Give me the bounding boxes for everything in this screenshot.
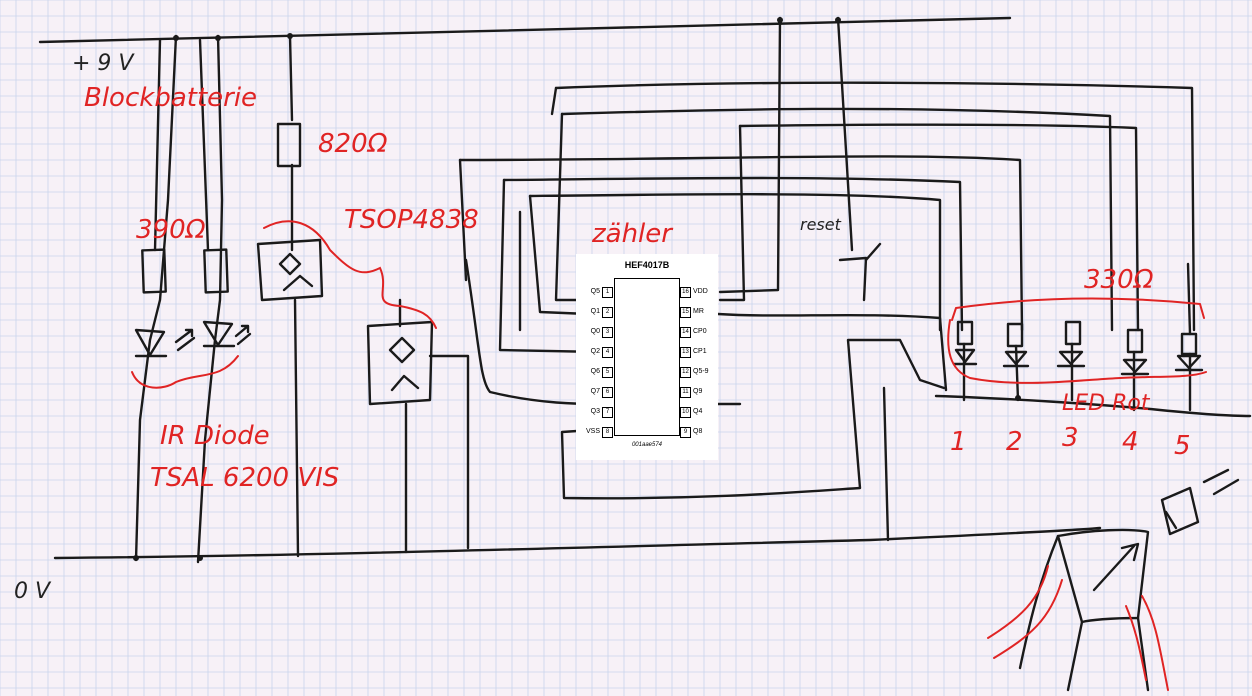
tsop-box-1 — [256, 238, 324, 302]
chip-body — [614, 278, 680, 436]
label-r330: 330Ω — [1084, 265, 1154, 295]
chip-pin-label: CP1 — [693, 348, 707, 355]
resistor-390-1 — [141, 248, 167, 294]
chip-pin-number: 9 — [680, 426, 691, 438]
led-number-3: 3 — [1062, 423, 1079, 453]
label-ground: 0 V — [14, 579, 52, 604]
chip-title: HEF4017B — [624, 260, 670, 270]
supply-rail — [38, 16, 1012, 44]
chip-pin-label: CP0 — [693, 328, 707, 335]
junction-dots — [133, 17, 1021, 561]
chip-pin-label: Q5-9 — [693, 368, 709, 375]
chip-pin-number: 5 — [602, 366, 613, 378]
chip-pin-number: 1 — [602, 286, 613, 298]
label-tsop: TSOP4838 — [344, 205, 479, 235]
chip-pin-number: 12 — [680, 366, 691, 378]
led-number-2: 2 — [1006, 427, 1023, 457]
chip-pin-label: Q5 — [590, 288, 600, 295]
chip-pin-label: Q4 — [693, 408, 703, 415]
chip-pin-label: Q6 — [590, 368, 600, 375]
chip-pin-number: 11 — [680, 386, 691, 398]
label-supply: + 9 V — [72, 51, 135, 76]
chip-pin-number: 8 — [602, 426, 613, 438]
led-number-4: 4 — [1122, 427, 1139, 457]
tsop-box-2 — [366, 320, 434, 406]
chip-pin-label: Q0 — [590, 328, 600, 335]
red-annotations — [131, 220, 1207, 691]
chip-pin-label: Q3 — [590, 408, 600, 415]
label-ir-diode: IR Diode — [160, 421, 270, 451]
led-resistors — [956, 320, 1198, 356]
label-tsal: TSAL 6200 VIS — [150, 463, 339, 493]
chip-pin-label: VDD — [693, 288, 708, 295]
chip-pin-number: 16 — [680, 286, 691, 298]
label-reset: reset — [800, 215, 842, 234]
chip-pin-label: MR — [693, 308, 704, 315]
led-number-5: 5 — [1174, 431, 1191, 461]
label-r390: 390Ω — [136, 215, 206, 245]
chip-pin-number: 3 — [602, 326, 613, 338]
label-battery: Blockbatterie — [84, 83, 257, 113]
resistor-390-2 — [203, 248, 229, 294]
chip-pin-number: 15 — [680, 306, 691, 318]
chip-pin-number: 13 — [680, 346, 691, 358]
chip-pin-label: Q9 — [693, 388, 703, 395]
chip-pin-label: VSS — [585, 428, 600, 435]
chip-pin-label: Q1 — [590, 308, 600, 315]
chip-pin-number: 14 — [680, 326, 691, 338]
resistor-820 — [276, 122, 302, 168]
chip-code: 001aae574 — [631, 442, 663, 448]
chip-pin-number: 6 — [602, 386, 613, 398]
led-number-1: 1 — [950, 427, 967, 457]
label-counter: zähler — [591, 219, 674, 249]
ground-rail — [53, 526, 1102, 560]
led-numbers: 1 2 3 4 5 — [950, 423, 1191, 461]
black-wiring — [38, 16, 1252, 692]
chip-pin-number: 4 — [602, 346, 613, 358]
chip-pin-label: Q8 — [693, 428, 703, 435]
chip-pin-number: 7 — [602, 406, 613, 418]
chip-pin-label: Q2 — [590, 348, 600, 355]
label-r820: 820Ω — [318, 129, 388, 159]
chip-pin-label: Q7 — [590, 388, 600, 395]
label-led-rot: LED Rot — [1062, 391, 1151, 416]
chip-pin-number: 2 — [602, 306, 613, 318]
chip-pin-number: 10 — [680, 406, 691, 418]
